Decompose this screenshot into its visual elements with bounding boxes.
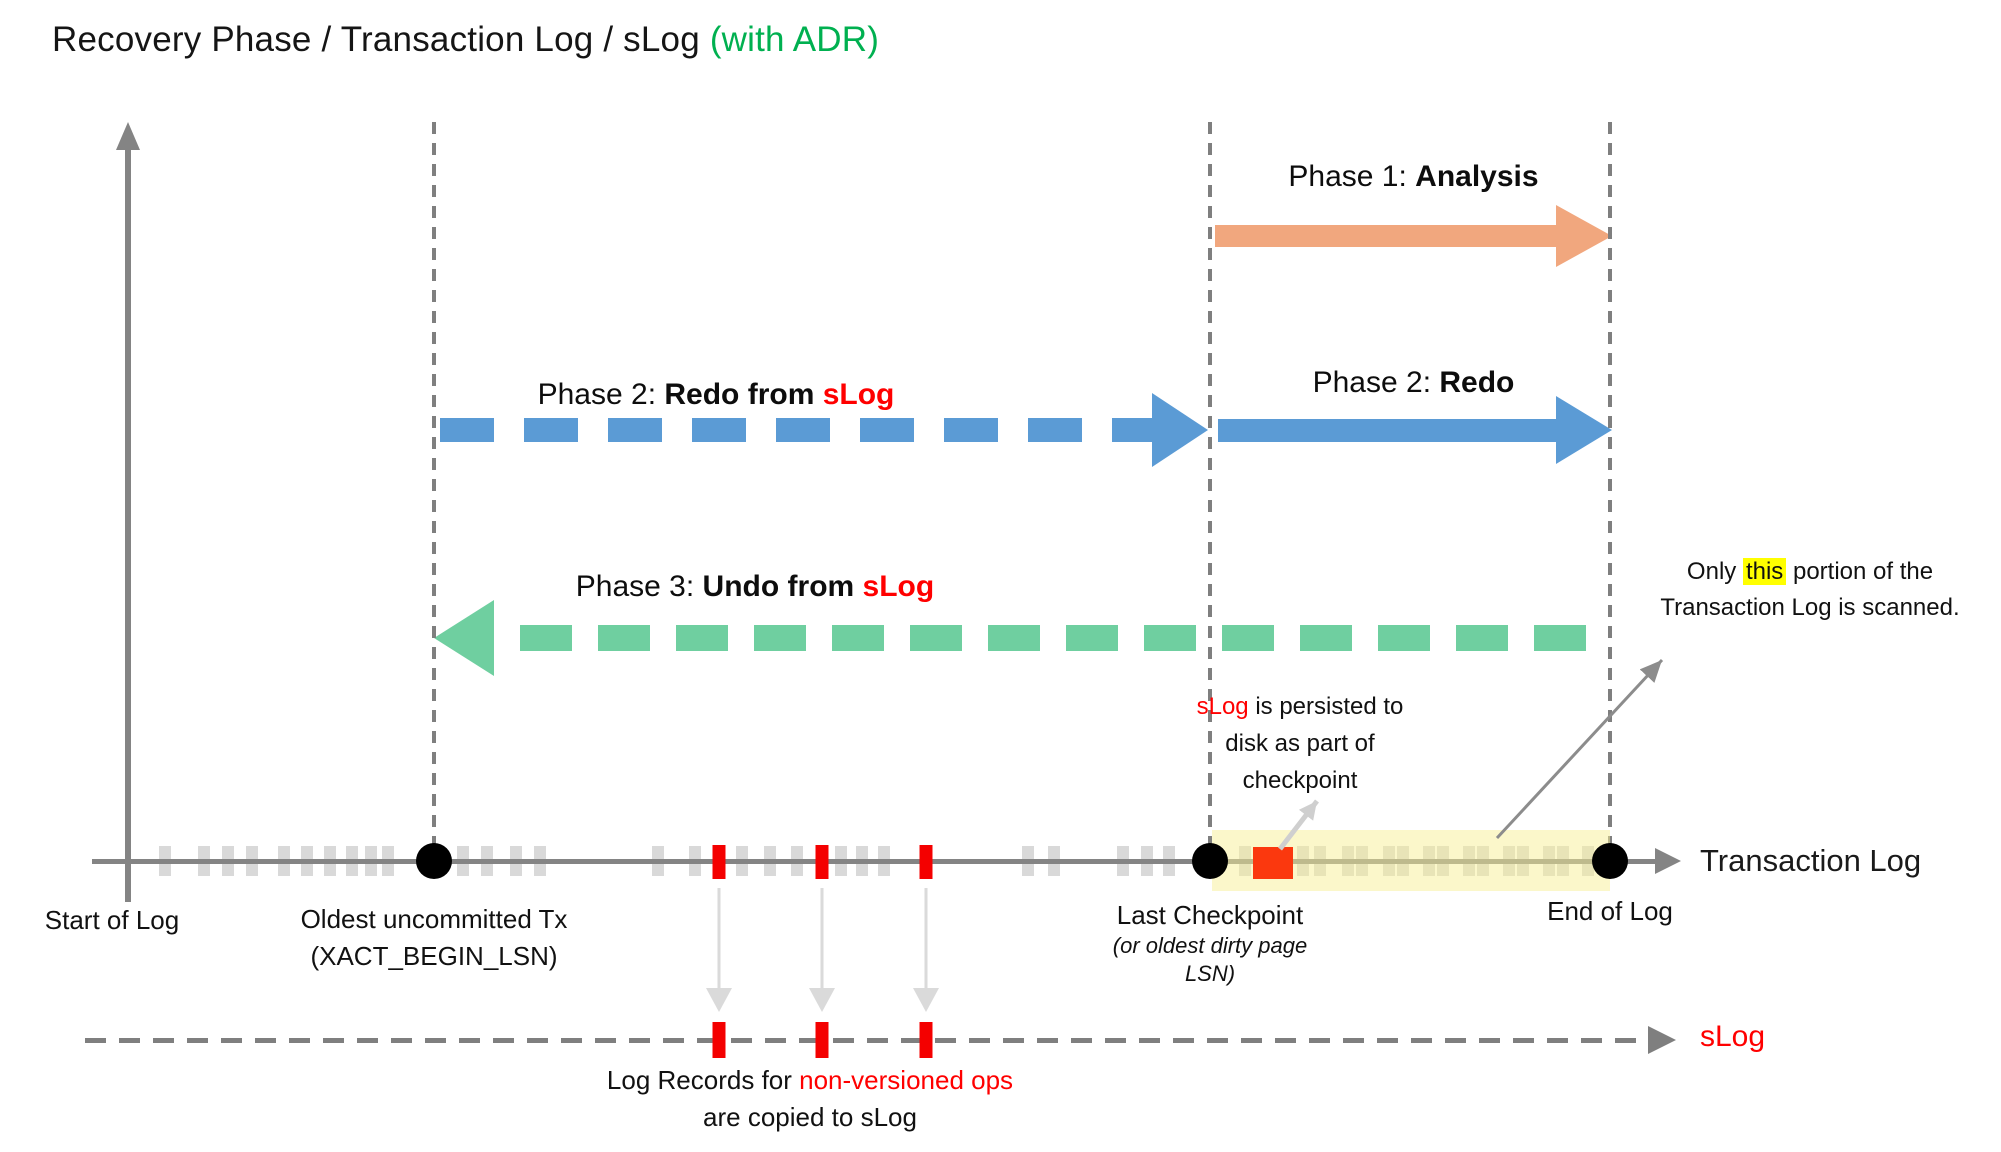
phase1-arrow-body <box>1215 225 1556 247</box>
phase3-label-prefix: Phase 3: <box>575 570 703 603</box>
copy-arrow <box>717 888 721 988</box>
phase1-label: Phase 1: Analysis <box>1215 160 1612 194</box>
timeline-dot <box>1192 843 1228 879</box>
scanned-note-highlight: this <box>1742 558 1787 585</box>
copy-arrow-head-icon <box>809 988 835 1012</box>
slog-persist-note-line2: disk as part of <box>1225 730 1375 757</box>
timeline-dot <box>416 843 452 879</box>
nonversioned-record-tick <box>815 845 829 879</box>
phase3-arrow-body <box>494 625 1612 651</box>
last-checkpoint-label-line2: (or oldest dirty page <box>1112 933 1308 958</box>
last-checkpoint-label: Last Checkpoint (or oldest dirty page LS… <box>1060 898 1360 988</box>
slog-persisted-marker <box>1253 847 1293 879</box>
last-checkpoint-label-line3: LSN) <box>1184 961 1236 986</box>
scanned-portion-note-line1: Only this portion of the <box>1628 554 1992 590</box>
scanned-pointer-arrow-icon <box>1495 658 1664 840</box>
slog-record-tick <box>815 1022 829 1058</box>
phase1-label-prefix: Phase 1: <box>1288 160 1416 193</box>
phase2-label-prefix: Phase 2: <box>1312 366 1440 399</box>
y-axis-line <box>125 148 131 902</box>
phase2-slog-label-slog: sLog <box>822 378 895 411</box>
copy-arrow-head-icon <box>913 988 939 1012</box>
scanned-note-post: portion of the <box>1786 558 1934 585</box>
copy-arrow <box>924 888 928 988</box>
oldest-tx-label-line2: (XACT_BEGIN_LSN) <box>310 941 558 971</box>
nonversioned-record-tick <box>919 845 933 879</box>
transaction-log-line <box>92 859 1655 864</box>
slog-record-tick <box>712 1022 726 1058</box>
scanned-portion-note-line2: Transaction Log is scanned. <box>1660 594 1960 621</box>
scanned-note-pre: Only <box>1686 558 1743 585</box>
timeline-dot <box>1592 843 1628 879</box>
oldest-tx-label: Oldest uncommitted Tx (XACT_BEGIN_LSN) <box>234 901 634 975</box>
phase2-slog-arrowhead-icon <box>1152 393 1208 467</box>
end-of-log-label: End of Log <box>1547 896 1673 926</box>
oldest-tx-label-line1: Oldest uncommitted Tx <box>300 904 568 934</box>
phase3-label-slog: sLog <box>862 570 935 603</box>
transaction-log-label: Transaction Log <box>1700 843 1922 878</box>
nonversioned-record-tick <box>712 845 726 879</box>
slog-record-tick <box>919 1022 933 1058</box>
phase2-slog-label: Phase 2: Redo from sLog <box>426 378 1006 412</box>
copied-note-pre: Log Records for <box>606 1065 800 1095</box>
phase3-label-name: Undo from <box>702 570 863 603</box>
phase2-label-name: Redo <box>1439 366 1515 399</box>
page-title-main: Recovery Phase / Transaction Log / sLog <box>52 20 710 59</box>
slog-persist-note-rest: is persisted to <box>1248 693 1404 720</box>
copy-arrow <box>820 888 824 988</box>
phase2-arrowhead-icon <box>1556 396 1612 464</box>
y-axis-arrowhead-icon <box>116 122 140 150</box>
page-title: Recovery Phase / Transaction Log / sLog … <box>52 20 879 60</box>
phase2-arrow-body <box>1218 419 1556 442</box>
phase2-label: Phase 2: Redo <box>1215 366 1612 400</box>
last-checkpoint-label-line1: Last Checkpoint <box>1116 900 1304 930</box>
phase2-slog-arrow-body <box>440 418 1152 442</box>
phase2-slog-label-prefix: Phase 2: <box>537 378 665 411</box>
phase3-arrowhead-icon <box>434 600 494 676</box>
copied-note-red: non-versioned ops <box>799 1065 1014 1095</box>
copied-note-line1: Log Records for non-versioned ops <box>560 1062 1060 1099</box>
phase1-label-name: Analysis <box>1415 160 1539 193</box>
phase3-label: Phase 3: Undo from sLog <box>455 570 1055 604</box>
page-title-accent: (with ADR) <box>709 20 880 59</box>
slog-persist-note-line1: sLog is persisted to <box>1150 688 1450 725</box>
slog-label: sLog <box>1700 1020 1766 1053</box>
copied-note-line2: are copied to sLog <box>703 1102 917 1132</box>
checkpoint-dashed-line <box>1208 122 1212 861</box>
slog-persist-note: sLog is persisted to disk as part of che… <box>1150 688 1450 799</box>
slog-persist-note-slog: sLog <box>1196 693 1249 720</box>
transaction-log-arrowhead-icon <box>1655 848 1681 874</box>
slog-line <box>85 1038 1648 1043</box>
scanned-portion-note: Only this portion of the Transaction Log… <box>1628 554 1992 626</box>
copy-arrow-head-icon <box>706 988 732 1012</box>
slog-persist-note-line3: checkpoint <box>1242 767 1358 794</box>
slog-arrowhead-icon <box>1648 1026 1676 1054</box>
phase1-arrowhead-icon <box>1556 205 1612 267</box>
start-of-log-label: Start of Log <box>44 905 180 935</box>
copied-to-slog-note: Log Records for non-versioned ops are co… <box>560 1062 1060 1136</box>
end-of-log-dashed-line <box>1608 122 1612 861</box>
phase2-slog-label-name: Redo from <box>664 378 823 411</box>
oldest-tx-dashed-line <box>432 122 436 861</box>
